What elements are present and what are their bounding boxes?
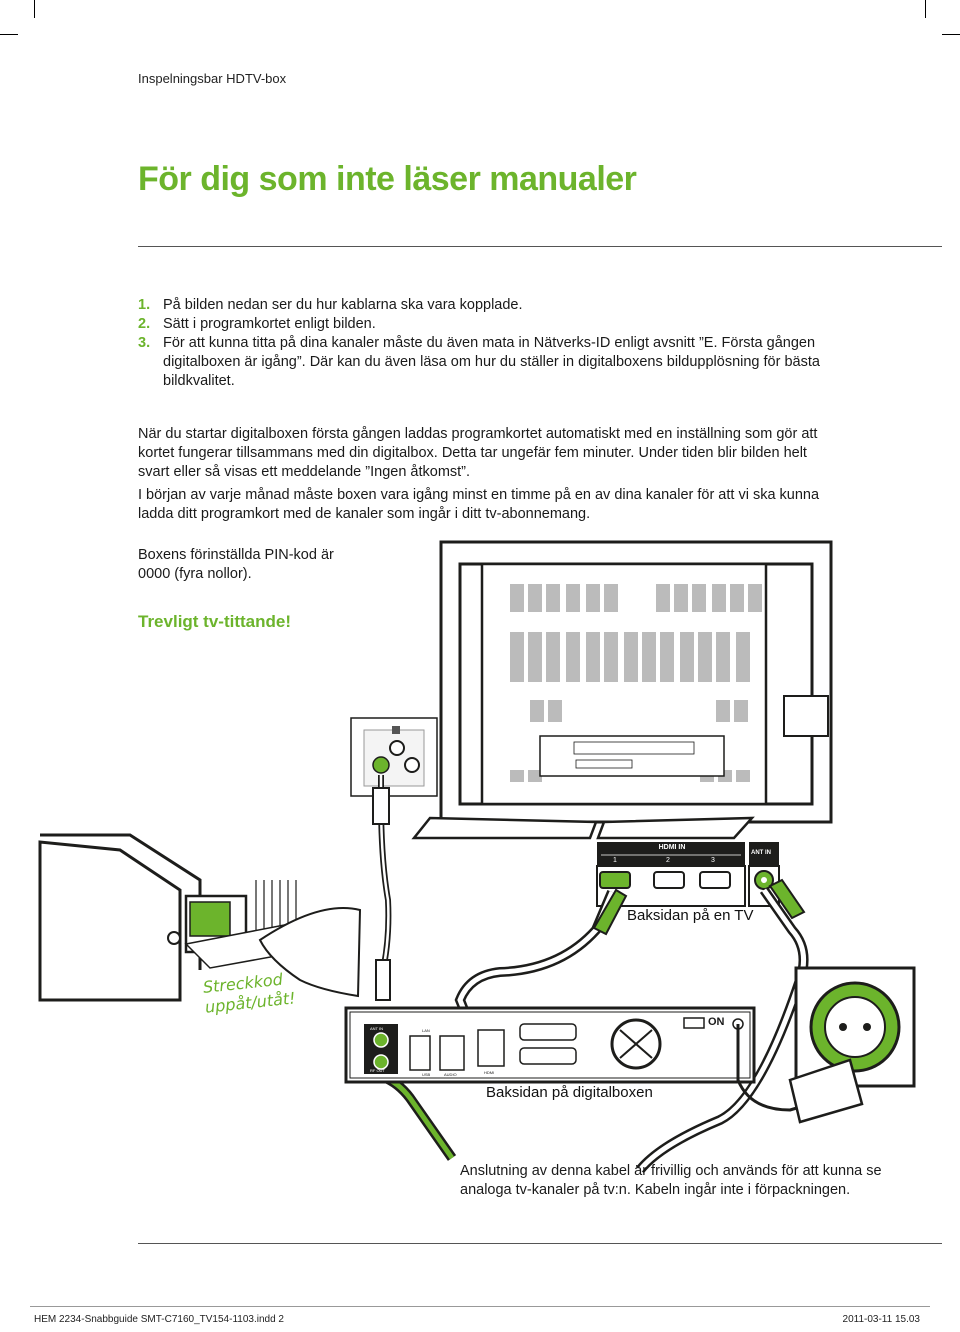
footer-filename: HEM 2234-Snabbguide SMT-C7160_TV154-1103… [34, 1314, 284, 1325]
paragraph-monthly: I början av varje månad måste boxen vara… [138, 487, 820, 522]
divider [138, 246, 942, 247]
box-port-label: AUDIO [444, 1072, 457, 1077]
crop-mark [34, 0, 35, 18]
hdmi-in-label: HDMI IN [658, 844, 686, 851]
hdmi-port-3: 3 [711, 857, 715, 864]
tv-back-panel [596, 842, 780, 907]
switch-label: ON [708, 1016, 725, 1028]
tv-caption: Baksidan på en TV [627, 907, 754, 924]
footer-timestamp: 2011-03-11 15.03 [842, 1314, 920, 1325]
greeting: Trevligt tv-tittande! [138, 612, 292, 631]
box-port-label: ANT IN [370, 1026, 384, 1031]
hdmi-port-2: 2 [666, 857, 670, 864]
step-item: 2.Sätt i programkortet enligt bilden. [138, 316, 376, 332]
crop-mark [942, 34, 960, 35]
divider [138, 1243, 942, 1244]
page-title: För dig som inte läser manualer [138, 160, 637, 198]
print-footer: HEM 2234-Snabbguide SMT-C7160_TV154-1103… [0, 1306, 960, 1332]
cable-note: Anslutning av denna kabel är frivillig o… [460, 1163, 882, 1198]
steps-list: 1.På bilden nedan ser du hur kablarna sk… [138, 296, 838, 391]
paragraph-pin: Boxens förinställda PIN-kod är 0000 (fyr… [138, 547, 334, 582]
step-item: 3.För att kunna titta på dina kanaler må… [138, 335, 820, 389]
section-header: Inspelningsbar HDTV-box [138, 71, 287, 86]
hdmi-port-1: 1 [613, 857, 617, 864]
box-port-label: RF OUT [370, 1068, 385, 1073]
box-port-label: LAN [422, 1028, 430, 1033]
crop-mark [0, 34, 18, 35]
power-socket [794, 966, 916, 1088]
box-back-panel [344, 1006, 756, 1084]
box-port-label: USB [422, 1072, 431, 1077]
step-item: 1.På bilden nedan ser du hur kablarna sk… [138, 297, 523, 313]
wall-outlet [350, 717, 438, 797]
crop-mark [925, 0, 926, 18]
tv-illustration [411, 540, 833, 840]
box-port-label: HDMI [484, 1070, 495, 1075]
box-caption: Baksidan på digitalboxen [486, 1084, 653, 1101]
connection-diagram [38, 540, 916, 1174]
box-side-illustration [38, 833, 362, 1002]
tv-ant-in-label: ANT IN [751, 850, 771, 856]
power-cable [736, 1024, 864, 1124]
tv-antenna-cable [636, 878, 809, 1174]
paragraph-startup: När du startar digitalboxen första gånge… [138, 426, 818, 480]
